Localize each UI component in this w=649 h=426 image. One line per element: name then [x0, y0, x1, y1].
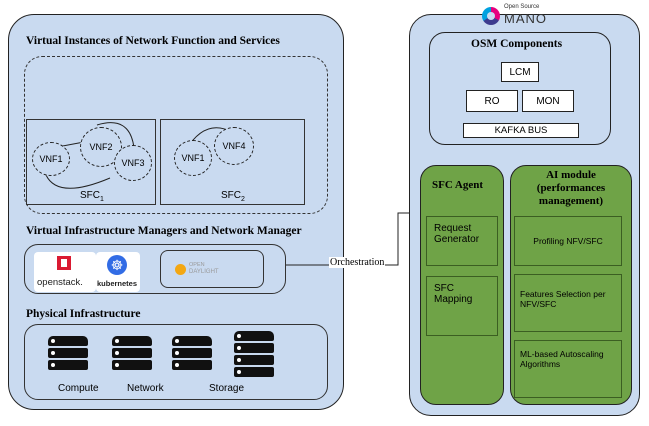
sfc1-vnf3-node: VNF3	[114, 145, 152, 181]
sfc2-vnf1-node: VNF1	[174, 140, 212, 176]
profiling-box: Profiling NFV/SFC	[514, 216, 622, 266]
ro-box: RO	[466, 90, 518, 112]
openstack-logo: openstack.	[34, 252, 96, 292]
physical-area	[24, 324, 328, 400]
vim-section-title: Virtual Infrastructure Managers and Netw…	[26, 225, 302, 237]
ml-autoscaling-box: ML-based Autoscaling Algorithms	[514, 340, 622, 398]
osm-components-box	[429, 32, 611, 145]
sfc2-label: SFC2	[221, 190, 245, 203]
compute-label: Compute	[58, 383, 99, 394]
physical-section-title: Physical Infrastructure	[26, 308, 141, 320]
kafka-bus-box: KAFKA BUS	[463, 123, 579, 138]
sfc-mapping-box: SFC Mapping	[426, 276, 498, 336]
osm-mano-logo: Open Source MANO	[482, 2, 552, 28]
storage-server-icon-1	[172, 336, 212, 370]
network-label: Network	[127, 383, 164, 394]
network-server-icon	[112, 336, 152, 370]
ai-module-title: AI module (performances management)	[536, 169, 606, 207]
vim-area	[24, 244, 286, 294]
kubernetes-icon: ☸	[107, 255, 127, 275]
osm-components-title: OSM Components	[471, 38, 563, 50]
vnf-area	[24, 56, 328, 214]
sfc-agent-title: SFC Agent	[432, 179, 484, 191]
sfc1-vnf1-node: VNF1	[32, 142, 70, 176]
opendaylight-sun-icon	[175, 264, 186, 275]
mon-box: MON	[522, 90, 574, 112]
storage-label: Storage	[209, 383, 245, 394]
orchestration-label: Orchestration	[329, 257, 386, 268]
storage-server-icon-2	[234, 331, 274, 377]
vnf-section-title: Virtual Instances of Network Function an…	[26, 35, 280, 47]
request-generator-box: Request Generator	[426, 216, 498, 266]
compute-server-icon	[48, 336, 88, 370]
lcm-box: LCM	[501, 62, 539, 82]
feature-selection-box: Features Selection per NFV/SFC	[514, 274, 622, 332]
openstack-icon	[57, 256, 71, 270]
opendaylight-logo-box: OPEN DAYLIGHT	[160, 250, 264, 288]
kubernetes-logo: ☸ kubernetes	[96, 252, 140, 292]
sfc2-vnf4-node: VNF4	[214, 127, 254, 165]
sfc1-label: SFC1	[80, 190, 104, 203]
